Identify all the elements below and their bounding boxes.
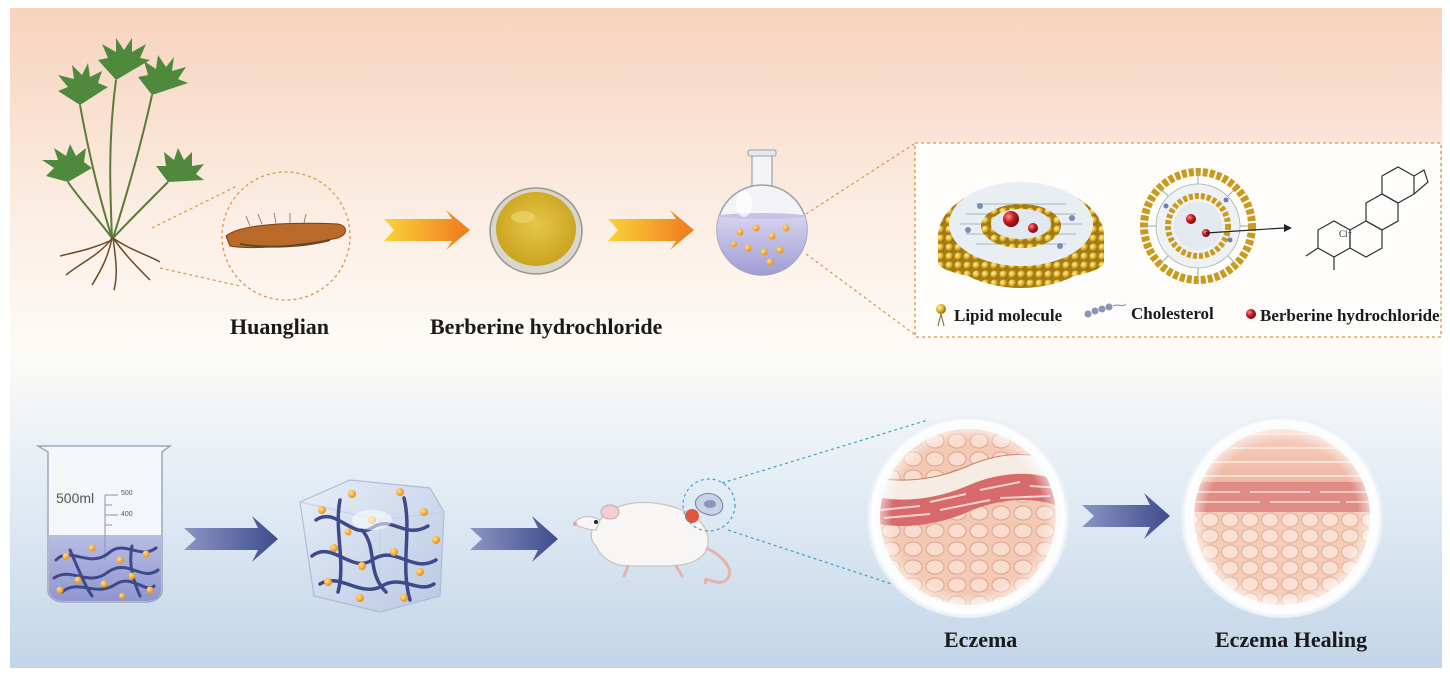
legend-cholesterol-label: Cholesterol: [1131, 304, 1214, 323]
berberine-label: Berberine hydrochloride: [430, 314, 663, 339]
process-arrow-5: [1082, 493, 1170, 539]
eczema-healing-label: Eczema Healing: [1215, 627, 1368, 652]
process-arrow-3: [184, 516, 278, 562]
beaker-volume-label: 500ml: [56, 490, 95, 506]
rhizome-closeup: [221, 171, 351, 301]
huanglian-label: Huanglian: [230, 314, 330, 339]
legend-berberine-icon: [1246, 309, 1256, 319]
beaker-with-hydrogel: [35, 445, 173, 603]
legend-lipid-icon: [936, 304, 946, 327]
berberine-chemical-structure: [1305, 166, 1429, 270]
chloride-counter-ion-label: Cl⁻: [1339, 229, 1353, 239]
beaker-tick-label: 400: [121, 511, 133, 518]
liposome-2d-section: [1140, 168, 1292, 284]
lesion-zoom-circle: [682, 478, 736, 532]
petri-dish-powder: [489, 187, 583, 275]
rat-illustration: [573, 501, 732, 585]
legend-cholesterol-icon: [1084, 303, 1127, 318]
round-bottom-flask: [716, 149, 808, 276]
zoom-lines-rhizome: [151, 185, 241, 287]
process-arrow-4: [470, 516, 558, 562]
healed-skin-section: [1181, 416, 1383, 618]
liposome-3d-cross-section: [938, 182, 1104, 288]
hydrogel-cube: [299, 479, 445, 613]
zoom-lines-skin: [721, 419, 929, 595]
huanglian-plant-illustration: [42, 38, 204, 291]
process-arrow-1: [384, 210, 470, 250]
legend-berberine-label: Berberine hydrochloride: [1260, 306, 1440, 325]
legend-lipid-label: Lipid molecule: [954, 306, 1063, 325]
zoom-lines-liposome: [805, 143, 915, 335]
process-arrow-2: [608, 210, 694, 250]
beaker-tick-label: 500: [121, 490, 133, 497]
eczema-skin-section: [867, 416, 1069, 618]
eczema-label: Eczema: [944, 627, 1018, 652]
